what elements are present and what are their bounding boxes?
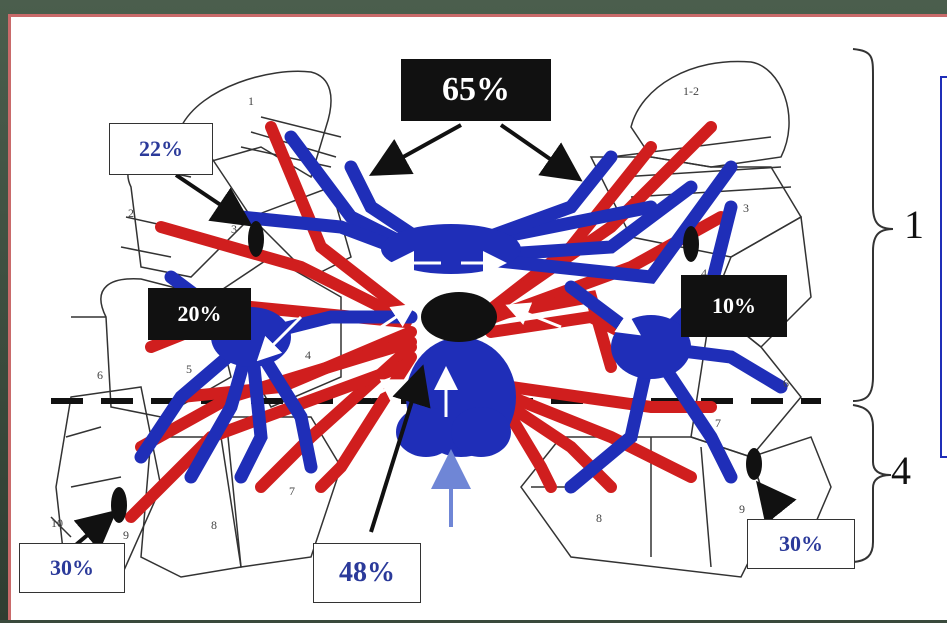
seg-left-5: 5: [186, 362, 192, 376]
seg-right-9: 9: [739, 502, 745, 516]
seg-right-6: 6: [783, 376, 789, 390]
seg-right-8: 8: [596, 511, 602, 525]
label-mid-left: 20%: [148, 288, 251, 340]
seg-left-7: 7: [289, 484, 295, 498]
node-central: [421, 292, 497, 342]
label-top-center: 65%: [401, 59, 551, 121]
seg-left-8: 8: [211, 518, 217, 532]
seg-right-1-2: 1-2: [683, 84, 699, 98]
inset-border: [941, 77, 947, 457]
seg-left-10: 10: [51, 516, 63, 530]
label-bottom-left: 30%: [19, 543, 125, 593]
seg-left-4: 4: [305, 348, 311, 362]
seg-left-2: 2: [128, 206, 134, 220]
node-upper-right: [683, 226, 699, 262]
label-mid-right: 10%: [681, 275, 787, 337]
seg-left-6: 6: [97, 368, 103, 382]
region-upper-label: 1: [904, 201, 924, 248]
seg-left-9: 9: [123, 528, 129, 542]
seg-left-1: 1: [248, 94, 254, 108]
seg-right-7: 7: [715, 416, 721, 430]
seg-left-3: 3: [231, 222, 237, 236]
node-upper-left: [248, 221, 264, 257]
label-upper-left: 22%: [109, 123, 213, 175]
label-bottom-right: 30%: [747, 519, 855, 569]
label-bottom-center: 48%: [313, 543, 421, 603]
diagram-canvas: 1 2 3 4 5 6 7 8 9 10 1-2 3 4 5 6 7 8 9 6…: [8, 14, 947, 620]
node-lower-left: [111, 487, 127, 523]
seg-right-3: 3: [743, 201, 749, 215]
brace-upper: [853, 49, 893, 401]
region-lower-label: 4: [891, 447, 911, 494]
node-lower-right: [746, 448, 762, 480]
brace-lower: [853, 405, 891, 562]
